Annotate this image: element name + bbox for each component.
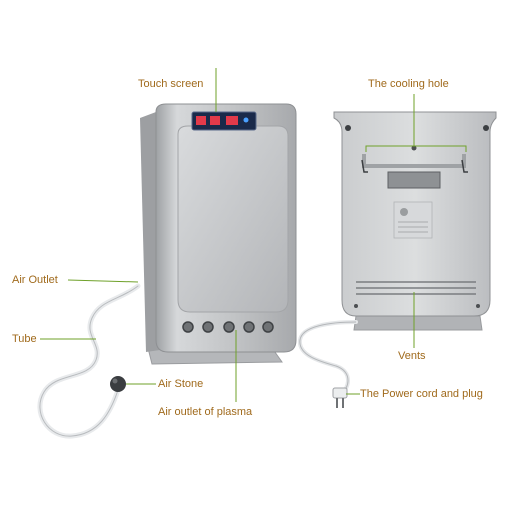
power-plug (332, 387, 348, 408)
label-air-outlet: Air Outlet (12, 274, 58, 286)
back-unit (333, 111, 497, 331)
tube (37, 283, 141, 439)
back-vents (356, 281, 476, 295)
plasma-outlets (182, 321, 274, 333)
label-touch-screen: Touch screen (138, 78, 204, 90)
label-cooling-hole: The cooling hole (368, 78, 449, 90)
leader-hanger (365, 145, 467, 152)
touch-display (191, 111, 257, 131)
leader-lines (40, 68, 467, 402)
air-stone (110, 376, 126, 392)
back-label-plate (387, 171, 441, 189)
label-tube: Tube (12, 333, 37, 345)
front-panel (177, 125, 289, 313)
label-air-outlet-plasma: Air outlet of plasma (158, 406, 253, 418)
back-base (353, 315, 483, 331)
label-air-stone: Air Stone (158, 378, 204, 390)
front-side (140, 112, 160, 352)
front-unit (140, 103, 297, 365)
back-sticker (393, 201, 433, 239)
label-power-cord: The Power cord and plug (360, 388, 483, 400)
leader-air-outlet (67, 279, 139, 283)
label-vents: Vents (398, 350, 426, 362)
hanger-bracket (362, 154, 466, 168)
